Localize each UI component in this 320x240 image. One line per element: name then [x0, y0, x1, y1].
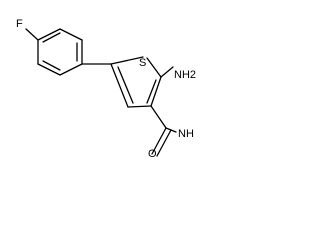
double-bond-thiophene-b: [146, 79, 157, 104]
bond-c-o-1: [151, 127, 167, 155]
bond-aryl-1: [37, 28, 61, 41]
bond-thiophene-c4-c5: [110, 63, 129, 108]
double-bond-aryl-a: [42, 32, 61, 43]
bond-thiophene-c2-c3: [150, 76, 162, 107]
bond-amino: [160, 66, 174, 78]
double-bond-thiophene-a: [117, 66, 134, 104]
bond-aryl-5: [37, 63, 61, 76]
atom-sulfur: S: [139, 57, 146, 69]
bond-thiophene-c5-s: [110, 56, 144, 65]
bond-thiophene-s-c2: [146, 57, 162, 78]
atom-amino: NH2: [174, 69, 196, 81]
bond-c-o-2: [156, 129, 172, 157]
bond-aryl-2: [59, 28, 83, 41]
double-bond-aryl-c: [42, 60, 61, 71]
bond-f-aryl: [25, 28, 39, 41]
bond-aryl-4: [59, 63, 83, 76]
bond-carbonyl-carbon: [150, 105, 167, 129]
atom-amide-nh: NH: [178, 128, 194, 140]
molecule-canvas: F S NH2 NH O: [0, 0, 219, 159]
atom-oxygen: O: [148, 148, 157, 159]
atom-fluorine: F: [16, 18, 23, 30]
bond-thiophene-c3-c4: [127, 105, 152, 108]
bond-c-nh: [165, 127, 177, 133]
chemical-structure-diagram: F S NH2 NH O: [16, 18, 196, 159]
